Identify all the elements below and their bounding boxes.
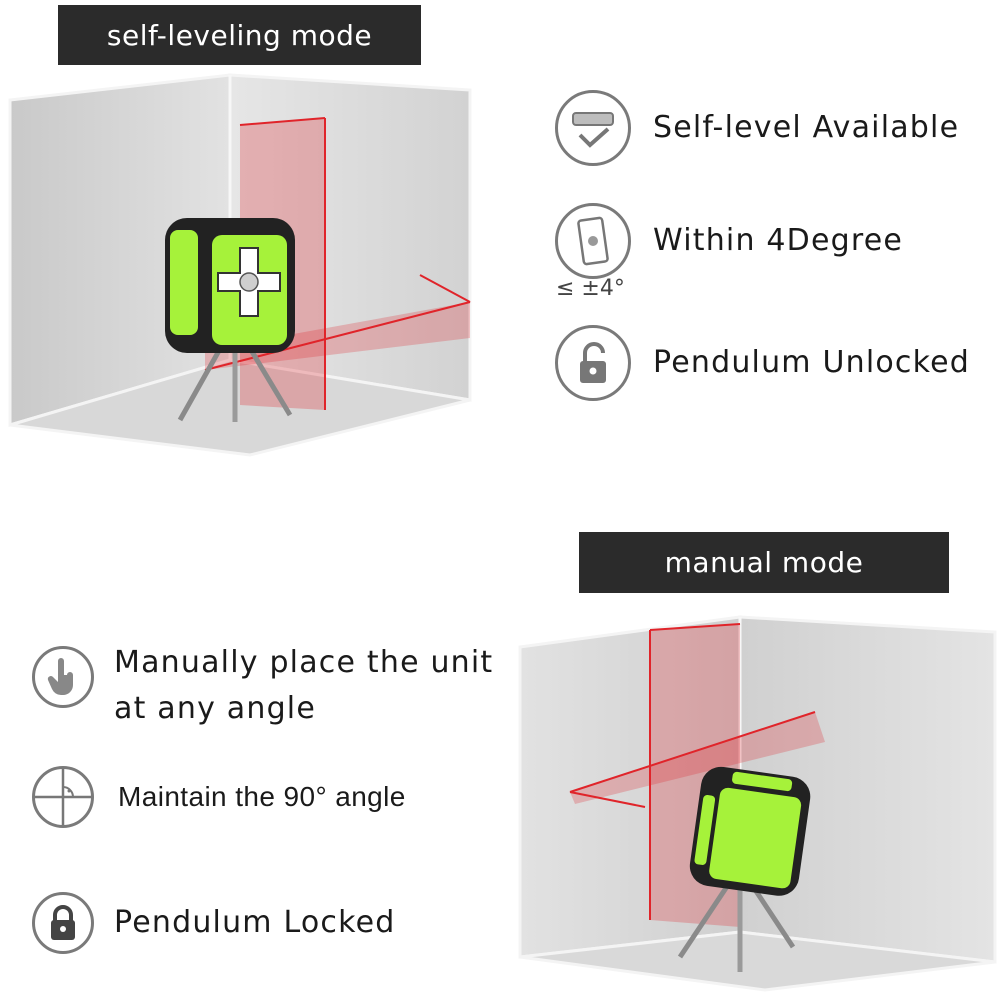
- right-angle-icon: [32, 766, 94, 828]
- self-leveling-scene-illustration: [8, 73, 472, 457]
- hand-pointer-icon: [32, 646, 94, 708]
- tilt-tolerance-note: ≤ ±4°: [556, 276, 625, 301]
- pendulum-unlocked-text: Pendulum Unlocked: [653, 345, 971, 380]
- self-level-available-text: Self-level Available: [653, 110, 960, 145]
- pendulum-unlocked-item: Pendulum Unlocked: [555, 325, 970, 401]
- self-leveling-mode-banner: self-leveling mode: [58, 5, 421, 65]
- unlocked-padlock-icon: [555, 325, 631, 401]
- manual-placement-line1: Manually place the unit: [114, 645, 494, 680]
- locked-padlock-icon: [32, 892, 94, 954]
- maintain-90-angle-item: Maintain the 90° angle: [32, 766, 406, 828]
- pendulum-locked-text: Pendulum Locked: [114, 905, 396, 940]
- manual-placement-line2: at any angle: [114, 691, 317, 726]
- within-4-degree-item: Within 4Degree: [555, 203, 903, 279]
- manual-mode-scene-illustration: [518, 615, 997, 992]
- maintain-90-angle-text: Maintain the 90° angle: [118, 781, 406, 812]
- within-4-degree-text: Within 4Degree: [653, 223, 904, 258]
- self-level-available-item: Self-level Available: [555, 90, 959, 166]
- tilt-device-icon: [555, 203, 631, 279]
- manual-placement-item: Manually place the unit at any angle: [32, 640, 493, 732]
- pendulum-locked-item: Pendulum Locked: [32, 892, 396, 954]
- manual-mode-banner: manual mode: [579, 532, 949, 593]
- level-check-icon: [555, 90, 631, 166]
